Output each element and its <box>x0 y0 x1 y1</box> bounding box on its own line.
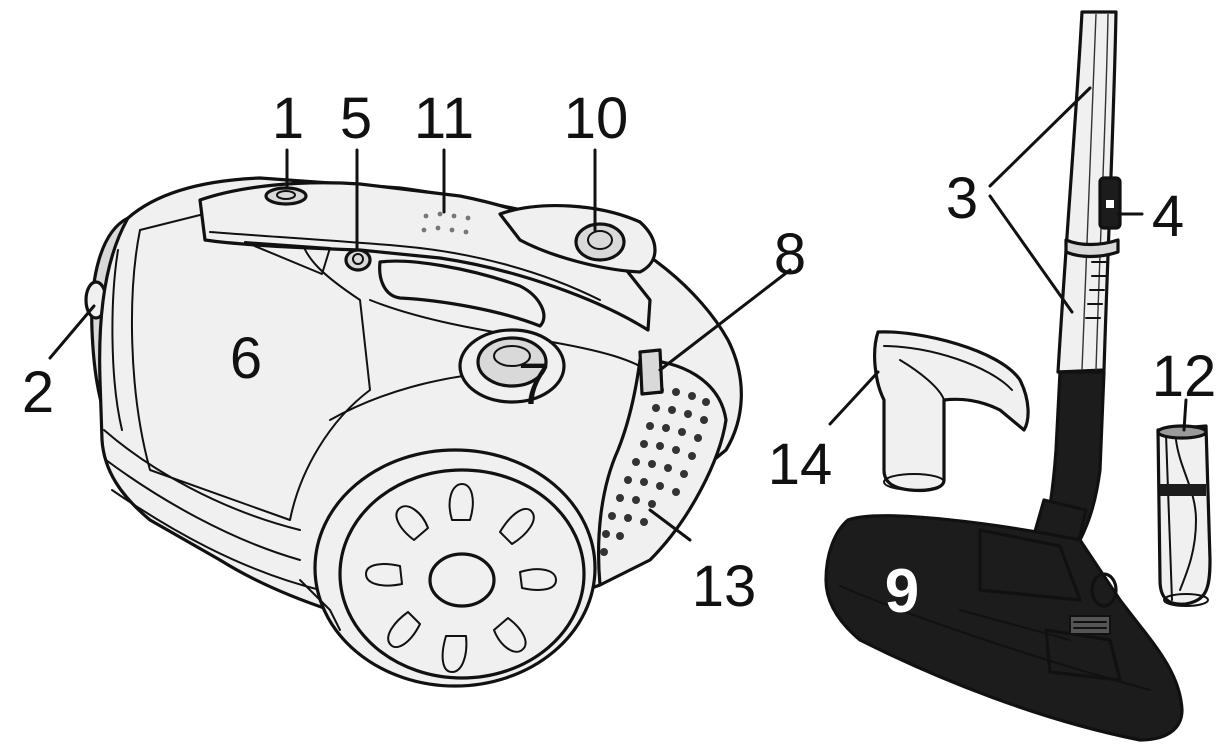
callout-9: 9 <box>885 557 919 626</box>
indicator-dots <box>421 211 471 235</box>
callout-6: 6 <box>230 326 262 391</box>
telescopic-tube <box>1026 10 1122 562</box>
callout-4: 4 <box>1152 184 1184 249</box>
callout-labels: 1 2 3 4 5 6 7 8 9 10 11 12 13 14 <box>22 86 1216 626</box>
callout-3: 3 <box>946 166 978 231</box>
callout-10: 10 <box>564 86 629 151</box>
vacuum-body <box>84 176 743 688</box>
crevice-tool <box>1156 424 1212 607</box>
callout-14: 14 <box>768 432 833 497</box>
leader-lines <box>48 86 1188 542</box>
callout-5: 5 <box>340 86 372 151</box>
callout-1: 1 <box>272 86 304 151</box>
callout-8: 8 <box>774 222 806 287</box>
callout-11: 11 <box>414 86 474 151</box>
callout-7: 7 <box>518 352 550 417</box>
callout-12: 12 <box>1152 344 1217 409</box>
wheel-spokes <box>365 483 557 673</box>
vent-holes <box>600 386 710 556</box>
callout-13: 13 <box>692 554 757 619</box>
callout-2: 2 <box>22 360 54 425</box>
floor-nozzle <box>824 514 1184 742</box>
upholstery-nozzle <box>873 330 1030 493</box>
